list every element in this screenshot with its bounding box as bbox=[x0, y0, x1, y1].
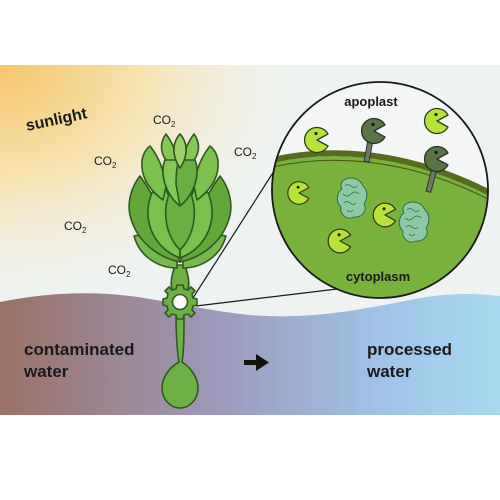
plant-bract bbox=[193, 145, 219, 201]
svg-text:CO2: CO2 bbox=[94, 154, 117, 170]
protein-icon bbox=[336, 177, 368, 219]
co2-molecule-label: CO2 bbox=[108, 263, 131, 279]
plant-gear bbox=[162, 284, 198, 320]
plant-root bbox=[161, 311, 199, 409]
cell-membrane bbox=[272, 150, 488, 196]
co2-molecule-label: CO2 bbox=[234, 145, 257, 161]
cytoplasm-region bbox=[272, 156, 488, 298]
svg-text:CO2: CO2 bbox=[153, 113, 176, 129]
co2-molecule-label: CO2 bbox=[94, 154, 117, 170]
contaminated-water-label: contaminated water bbox=[23, 340, 139, 381]
cytoplasm-label: cytoplasm bbox=[346, 269, 410, 284]
water-body bbox=[0, 293, 500, 415]
zoom-connector-top bbox=[190, 167, 277, 302]
plant-bract bbox=[173, 133, 187, 169]
zoom-connector-bottom bbox=[195, 288, 338, 307]
protein-icon bbox=[398, 201, 430, 243]
co2-molecule-label: CO2 bbox=[153, 113, 176, 129]
apoplast-label: apoplast bbox=[344, 94, 398, 109]
plant-illustration bbox=[128, 133, 232, 409]
plant-bract bbox=[141, 145, 167, 201]
right-arrow-icon bbox=[244, 354, 269, 371]
svg-text:CO2: CO2 bbox=[234, 145, 257, 161]
co2-molecule-label: CO2 bbox=[64, 219, 87, 235]
svg-text:CO2: CO2 bbox=[108, 263, 131, 279]
cell-zoom-detail: apoplast cytoplasm bbox=[271, 81, 489, 299]
processed-water-label: processed water bbox=[366, 340, 457, 381]
svg-text:CO2: CO2 bbox=[64, 219, 87, 235]
